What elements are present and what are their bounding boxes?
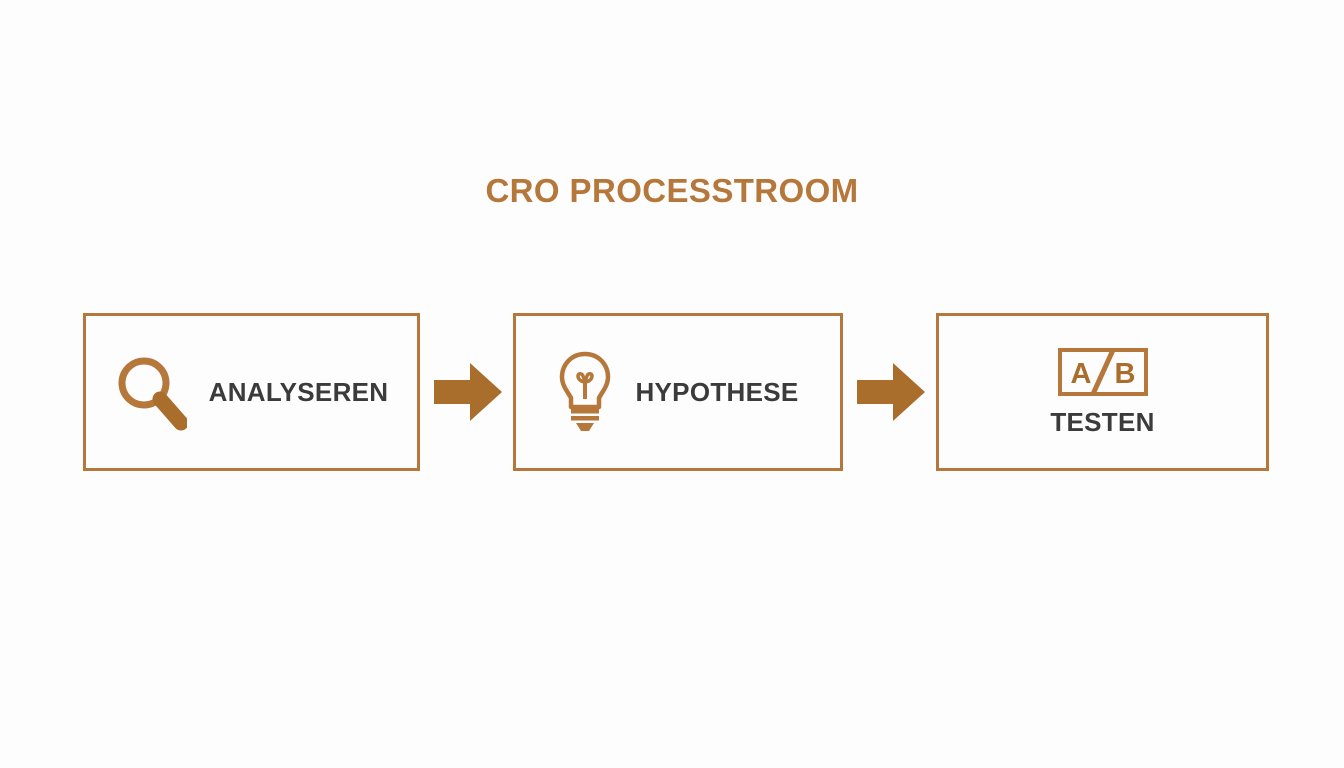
step-content: HYPOTHESE (557, 349, 798, 435)
ab-test-icon: A B (1057, 347, 1149, 397)
step-content: A B TESTEN (1050, 347, 1154, 438)
lightbulb-icon (557, 349, 613, 435)
flow-arrow-2-icon (857, 363, 925, 421)
step-box-hypothese[interactable]: HYPOTHESE (513, 313, 843, 471)
step-box-analyseren[interactable]: ANALYSEREN (83, 313, 420, 471)
step-box-testen[interactable]: A B TESTEN (936, 313, 1269, 471)
flow-arrow-1-icon (434, 363, 502, 421)
step-label-analyseren: ANALYSEREN (208, 376, 389, 407)
step-content: ANALYSEREN (115, 353, 389, 431)
page-title: CRO PROCESSTROOM (485, 172, 859, 209)
ab-icon-letter-a: A (1070, 358, 1091, 390)
magnifying-glass-icon (115, 353, 187, 431)
step-label-hypothese: HYPOTHESE (635, 376, 799, 407)
ab-icon-letter-b: B (1114, 358, 1135, 390)
step-label-testen: TESTEN (1050, 406, 1155, 437)
